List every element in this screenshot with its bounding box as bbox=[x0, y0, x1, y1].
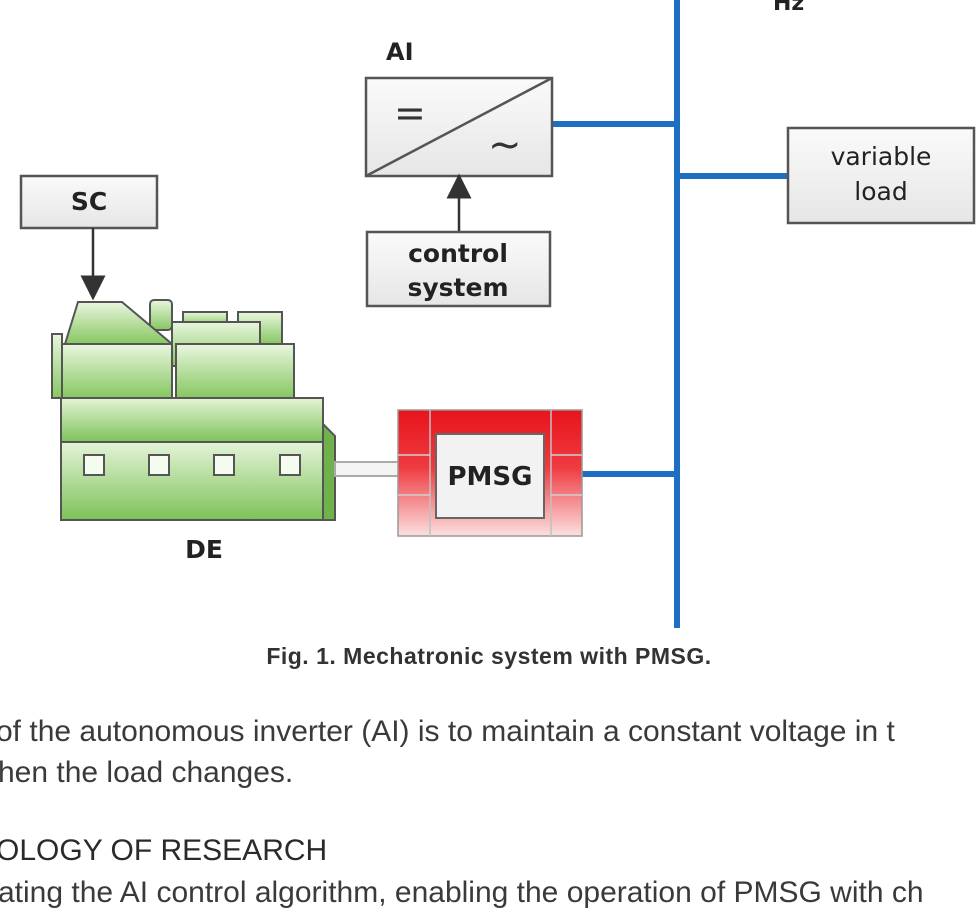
figure-caption: Fig. 1. Mechatronic system with PMSG. bbox=[266, 643, 712, 669]
pmsg-generator-block: PMSG bbox=[397, 409, 583, 537]
control-system-block: control system bbox=[365, 230, 552, 308]
shaft-connection bbox=[334, 461, 400, 477]
variable-load-label-line2: load bbox=[854, 177, 907, 206]
frequency-label: Hz bbox=[773, 0, 804, 16]
section-heading: OLOGY OF RESEARCH bbox=[0, 834, 328, 867]
diesel-engine-icon bbox=[51, 299, 336, 521]
control-system-label-line2: system bbox=[407, 273, 508, 302]
sc-label: SC bbox=[71, 187, 107, 216]
variable-load-block: variable load bbox=[786, 126, 976, 225]
body-text-line-1: of the autonomous inverter (AI) is to ma… bbox=[0, 715, 895, 748]
ac-symbol: ~ bbox=[488, 122, 522, 168]
mechatronic-system-diagram: Hz AI = ~ control system variable load S… bbox=[19, 0, 976, 628]
inverter-block: = ~ bbox=[364, 76, 554, 178]
ai-label: AI bbox=[386, 38, 414, 66]
body-text-line-3: ating the AI control algorithm, enabling… bbox=[0, 876, 924, 909]
body-text-line-2: hen the load changes. bbox=[0, 756, 294, 789]
speed-controller-block: SC bbox=[19, 174, 159, 230]
pmsg-label: PMSG bbox=[448, 462, 533, 492]
variable-load-label-line1: variable bbox=[831, 142, 932, 171]
de-label: DE bbox=[185, 535, 223, 564]
control-system-label-line1: control bbox=[408, 239, 508, 268]
dc-symbol: = bbox=[394, 91, 426, 135]
